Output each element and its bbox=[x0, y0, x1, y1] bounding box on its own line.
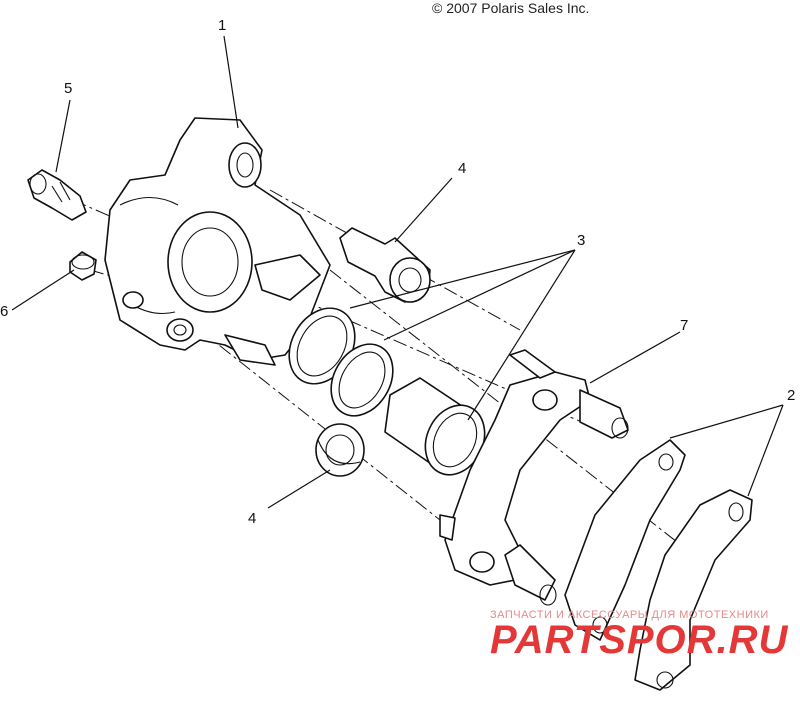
callout-3: 3 bbox=[577, 232, 585, 249]
callout-2: 2 bbox=[787, 387, 795, 404]
watermark-tagline: ЗАПЧАСТИ И АКСЕССУАРЫ ДЛЯ МОТОТЕХНИКИ bbox=[490, 609, 769, 621]
caliper-body bbox=[104, 117, 331, 366]
caliper-bracket bbox=[439, 349, 629, 606]
callout-4-lower: 4 bbox=[248, 510, 256, 527]
caliper-piston bbox=[384, 377, 486, 476]
brake-pad-rear bbox=[634, 489, 753, 691]
callout-4-upper: 4 bbox=[458, 160, 466, 177]
callout-1: 1 bbox=[218, 17, 226, 34]
callout-7: 7 bbox=[680, 317, 688, 334]
slide-pin-boot-lower bbox=[315, 423, 365, 477]
callout-5: 5 bbox=[64, 80, 72, 97]
bleeder-screw bbox=[27, 169, 87, 221]
watermark-brand: PARTSPOR.RU bbox=[490, 618, 789, 662]
piston-seal-inner bbox=[330, 343, 394, 417]
callout-6: 6 bbox=[0, 303, 8, 320]
slide-pin-boot-upper bbox=[339, 227, 431, 303]
bleeder-cap bbox=[69, 251, 97, 281]
copyright-notice: © 2007 Polaris Sales Inc. bbox=[432, 0, 590, 16]
callout-leaders bbox=[11, 35, 784, 509]
callout-labels: 1 5 6 4 3 7 2 4 bbox=[0, 17, 795, 527]
brake-pad-front bbox=[564, 439, 686, 641]
